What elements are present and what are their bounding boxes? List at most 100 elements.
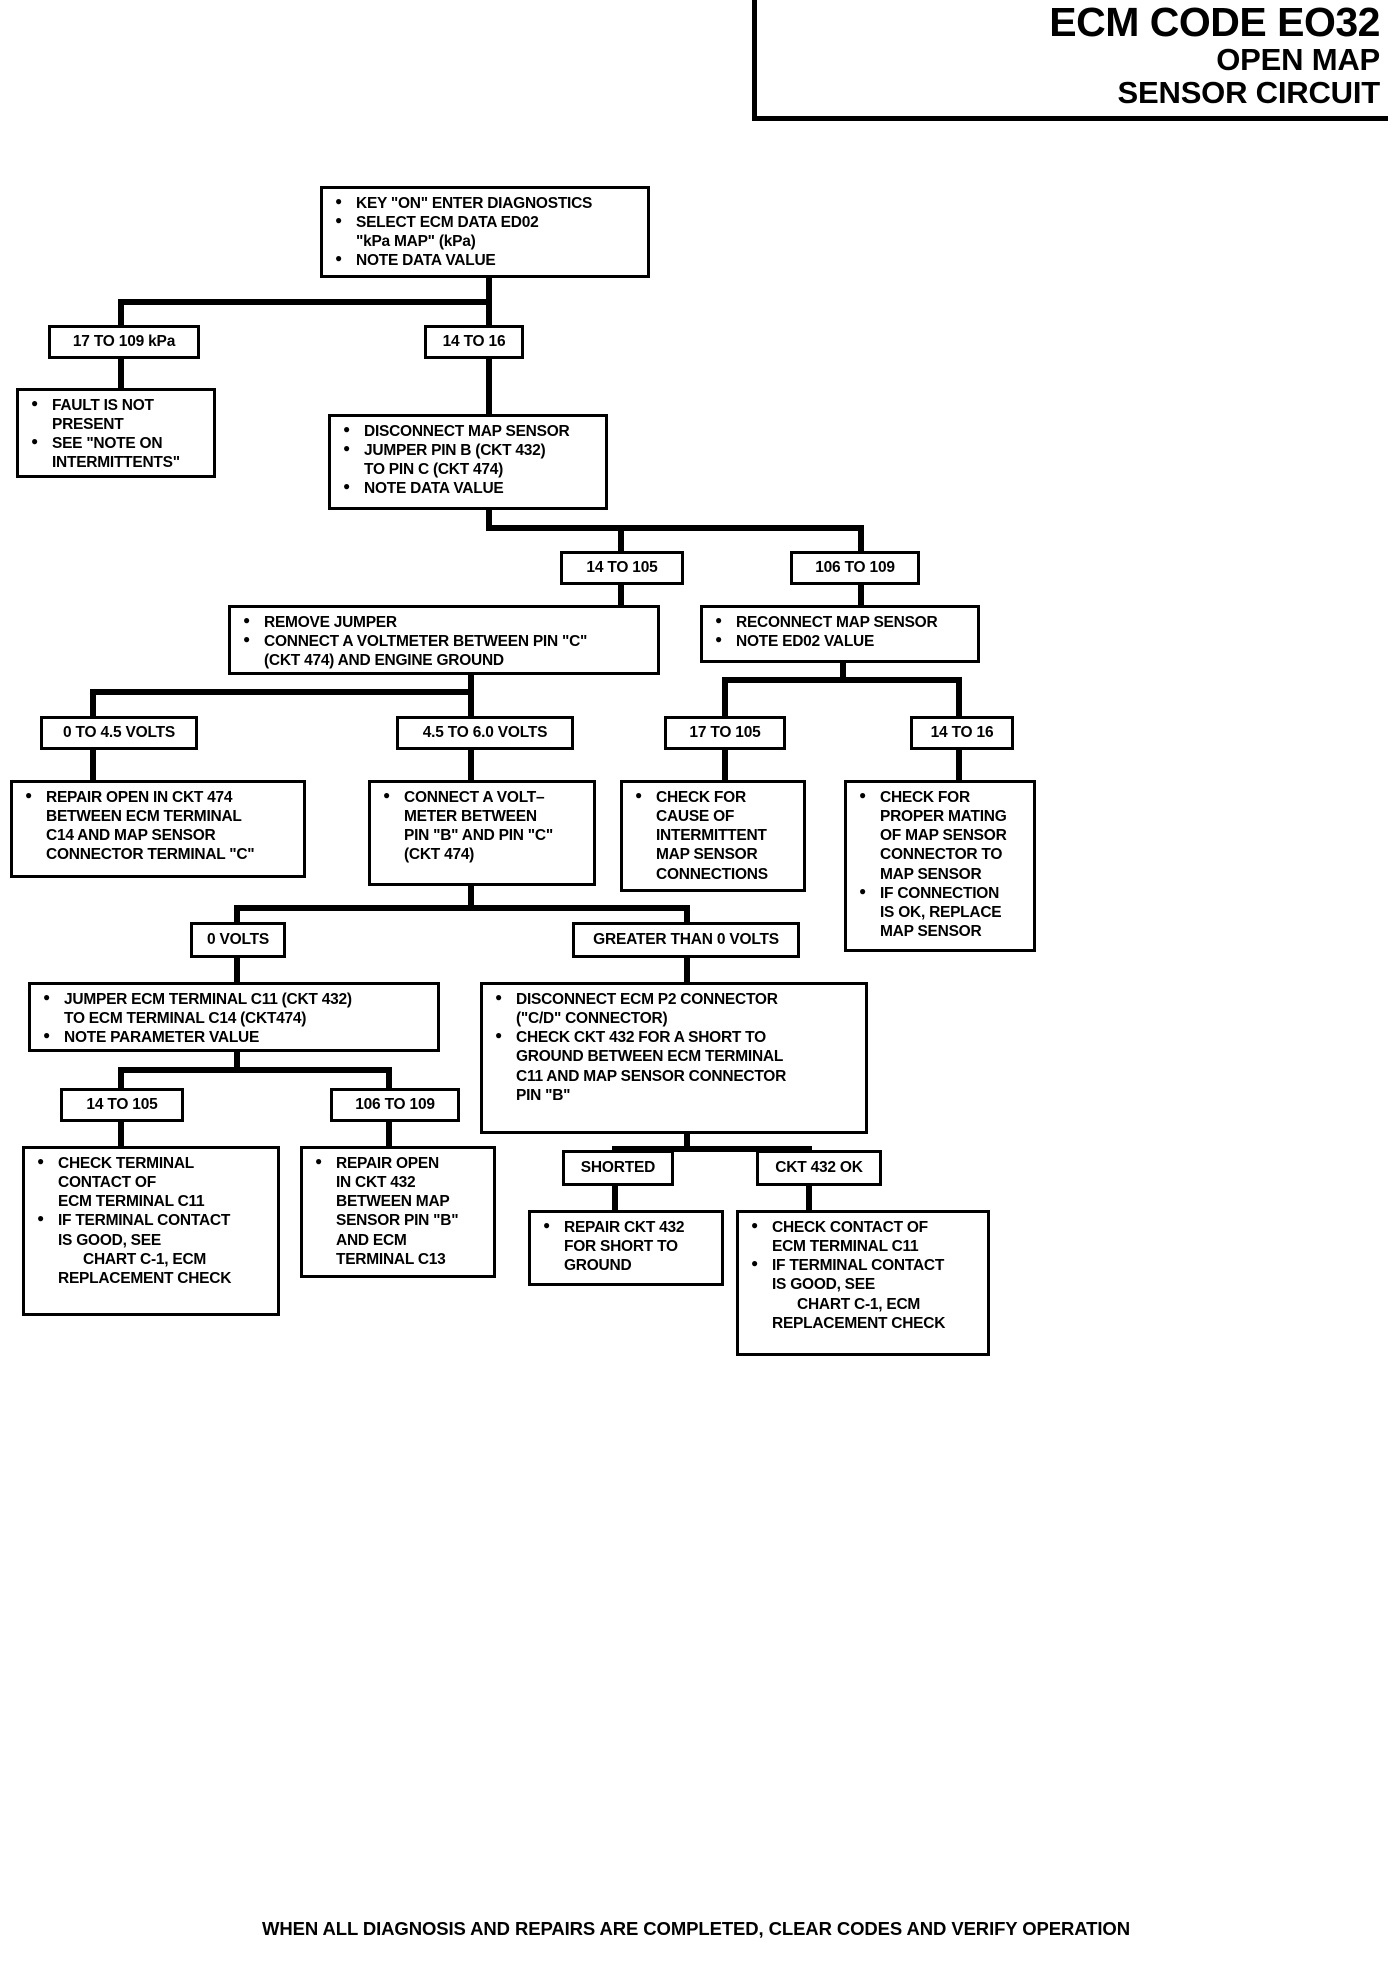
node-check-mating-line-8: MAP SENSOR (880, 922, 982, 940)
node-repair-432-list: REPAIR OPEN IN CKT 432 BETWEEN MAP SENSO… (303, 1149, 493, 1276)
node-repair-474-line-4: CONNECTOR TERMINAL "C" (46, 846, 255, 864)
connector-to-shorted (612, 1146, 618, 1152)
node-branch-14-16-a: 14 TO 16 (424, 325, 524, 359)
node-disconnect-line-2: JUMPER PIN B (CKT 432) (339, 441, 599, 460)
node-branch-45-60-volts: 4.5 TO 6.0 VOLTS (396, 716, 574, 750)
connector-disconnectp2-down (684, 1132, 690, 1152)
connector-jumperc11-down (234, 1051, 240, 1073)
connector-start-down (486, 277, 492, 305)
node-start-line-3: "kPa MAP" (kPa) (356, 233, 476, 251)
node-repair-474-line-3: C14 AND MAP SENSOR (46, 827, 216, 845)
node-repair-432-short: REPAIR CKT 432 FOR SHORT TO GROUND (528, 1210, 724, 1286)
connector-14-105b-down (118, 1122, 124, 1148)
node-repair-432-line-1: REPAIR OPEN (311, 1154, 487, 1173)
node-disconnect-line-1: DISCONNECT MAP SENSOR (339, 422, 599, 441)
node-branch-14-16-b: 14 TO 16 (910, 716, 1014, 750)
node-remove-jumper-line-1: REMOVE JUMPER (239, 613, 651, 632)
node-branch-17-109: 17 TO 109 kPa (48, 325, 200, 359)
node-branch-106-109-b: 106 TO 109 (330, 1088, 460, 1122)
node-check-terminal-c11-line-1: CHECK TERMINAL (33, 1154, 271, 1173)
node-start-line-4: NOTE DATA VALUE (331, 251, 641, 270)
connector-0volts-down (234, 957, 240, 983)
node-branch-0-45-volts: 0 TO 4.5 VOLTS (40, 716, 198, 750)
node-repair-open-432: REPAIR OPEN IN CKT 432 BETWEEN MAP SENSO… (300, 1146, 496, 1278)
node-check-intermittent-line-1: CHECK FOR (631, 788, 797, 807)
node-branch-17-105: 17 TO 105 (664, 716, 786, 750)
node-check-terminal-c11-line-3: ECM TERMINAL C11 (58, 1193, 205, 1211)
node-voltmeter-bc-line-2: METER BETWEEN (404, 808, 537, 826)
node-check-terminal-c11: CHECK TERMINAL CONTACT OF ECM TERMINAL C… (22, 1146, 280, 1316)
node-check-intermittent-line-4: MAP SENSOR (656, 846, 758, 864)
node-repair-432-line-6: TERMINAL C13 (336, 1250, 446, 1268)
node-fault-line-2: PRESENT (52, 416, 124, 434)
connector-split-2 (486, 525, 864, 531)
node-check-terminal-c11-line-2: CONTACT OF (58, 1174, 156, 1192)
node-check-terminal-c11-line-6: CHART C-1, ECM (83, 1250, 207, 1268)
node-remove-jumper-line-3: (CKT 474) AND ENGINE GROUND (264, 652, 504, 670)
chart-title-sub2: SENSOR CIRCUIT (1117, 74, 1381, 110)
node-voltmeter-bc-line-3: PIN "B" AND PIN "C" (404, 827, 553, 845)
node-check-mating-line-2: PROPER MATING (880, 808, 1007, 826)
node-check-mating-list: CHECK FOR PROPER MATING OF MAP SENSOR CO… (847, 783, 1033, 948)
node-fault-line-3: SEE "NOTE ON (27, 434, 207, 453)
connector-removejumper-down (468, 673, 474, 695)
node-disconnect-line-4: NOTE DATA VALUE (339, 479, 599, 498)
node-check-terminal-c11-line-4: IF TERMINAL CONTACT (33, 1211, 271, 1230)
connector-split-1 (118, 299, 492, 305)
connector-45-60v-down (468, 750, 474, 782)
connector-split-6 (118, 1067, 392, 1073)
connector-106-109a-down (858, 583, 864, 607)
chart-footer-note: WHEN ALL DIAGNOSIS AND REPAIRS ARE COMPL… (262, 1918, 1130, 1939)
node-check-terminal-c11-line-7: REPLACEMENT CHECK (58, 1269, 232, 1287)
node-jumper-c11-list: JUMPER ECM TERMINAL C11 (CKT 432) TO ECM… (31, 985, 437, 1054)
node-start: KEY "ON" ENTER DIAGNOSTICS SELECT ECM DA… (320, 186, 650, 278)
node-voltmeter-bc-line-1: CONNECT A VOLT– (379, 788, 587, 807)
node-repair-open-474: REPAIR OPEN IN CKT 474 BETWEEN ECM TERMI… (10, 780, 306, 878)
chart-title-sub1: OPEN MAP (1216, 41, 1380, 77)
node-check-contact-c11-line-4: IS GOOD, SEE (772, 1276, 875, 1294)
chart-header: ECM CODE EO32 OPEN MAP SENSOR CIRCUIT (752, 0, 1388, 121)
node-check-mating-line-3: OF MAP SENSOR (880, 827, 1007, 845)
node-branch-ckt432-ok: CKT 432 OK (756, 1150, 882, 1186)
node-disconnect-p2-line-2: ("C/D" CONNECTOR) (516, 1010, 668, 1028)
connector-split-7 (612, 1146, 812, 1152)
node-disconnect-line-3: TO PIN C (CKT 474) (364, 461, 504, 479)
node-jumper-c11-c14: JUMPER ECM TERMINAL C11 (CKT 432) TO ECM… (28, 982, 440, 1052)
connector-voltmeter-down (468, 885, 474, 911)
node-repair-432-short-line-3: GROUND (564, 1257, 632, 1275)
connector-to-14-105a (618, 525, 624, 553)
connector-to-14-16b (956, 677, 962, 717)
connector-reconnect-down (840, 661, 846, 683)
node-start-line-2: SELECT ECM DATA ED02 (331, 213, 641, 232)
node-check-intermittent-line-5: CONNECTIONS (656, 865, 768, 883)
node-disconnect-p2: DISCONNECT ECM P2 CONNECTOR ("C/D" CONNE… (480, 982, 868, 1134)
node-repair-432-line-5: AND ECM (336, 1231, 407, 1249)
node-branch-106-109-a: 106 TO 109 (790, 551, 920, 585)
connector-to-0-45v (90, 689, 96, 717)
chart-title-code: ECM CODE EO32 (1049, 0, 1380, 45)
connector-to-106-109a (858, 525, 864, 553)
node-check-contact-c11-line-6: REPLACEMENT CHECK (772, 1314, 946, 1332)
connector-shorted-down (612, 1185, 618, 1211)
node-voltmeter-bc-list: CONNECT A VOLT– METER BETWEEN PIN "B" AN… (371, 783, 593, 872)
node-check-terminal-c11-line-5: IS GOOD, SEE (58, 1231, 161, 1249)
connector-to-14-105b (118, 1067, 124, 1089)
node-remove-jumper-line-2: CONNECT A VOLTMETER BETWEEN PIN "C" (239, 632, 651, 651)
connector-disconnect-down (486, 509, 492, 531)
connector-to-17-109 (118, 299, 124, 327)
node-check-mating-line-1: CHECK FOR (855, 788, 1027, 807)
node-check-terminal-c11-list: CHECK TERMINAL CONTACT OF ECM TERMINAL C… (25, 1149, 277, 1295)
connector-14-16a-down (486, 357, 492, 415)
node-voltmeter-bc-line-4: (CKT 474) (404, 846, 475, 864)
connector-to-0volts (234, 905, 240, 923)
node-repair-474-line-1: REPAIR OPEN IN CKT 474 (21, 788, 297, 807)
node-branch-greater-than-0-volts: GREATER THAN 0 VOLTS (572, 922, 800, 958)
node-reconnect-list: RECONNECT MAP SENSOR NOTE ED02 VALUE (703, 608, 977, 658)
node-reconnect-line-2: NOTE ED02 VALUE (711, 632, 971, 651)
node-jumper-c11-line-2: TO ECM TERMINAL C14 (CKT474) (64, 1010, 307, 1028)
connector-to-106-109b (386, 1067, 392, 1089)
node-repair-432-line-2: IN CKT 432 (336, 1174, 416, 1192)
node-repair-474-line-2: BETWEEN ECM TERMINAL (46, 808, 242, 826)
node-check-contact-c11-line-3: IF TERMINAL CONTACT (747, 1256, 981, 1275)
connector-split-4 (722, 677, 962, 683)
